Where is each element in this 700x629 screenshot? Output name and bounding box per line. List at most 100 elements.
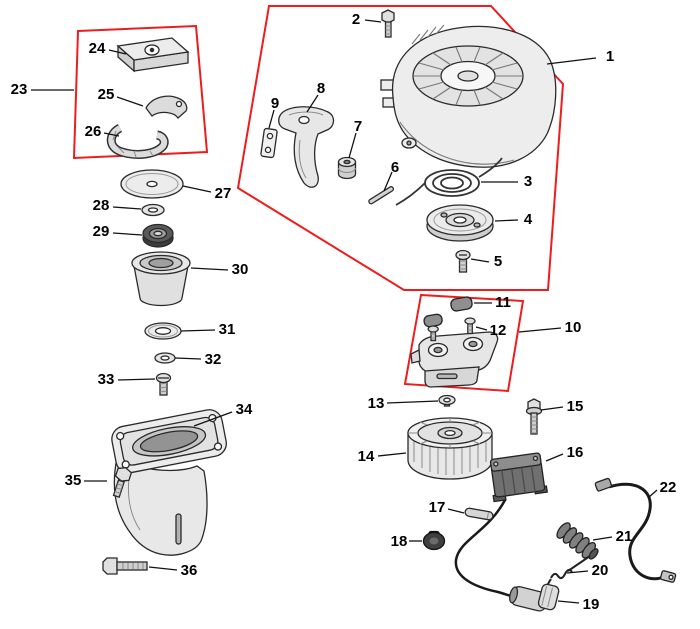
- callout-9: 9: [271, 95, 279, 112]
- starter-handle: [278, 106, 335, 188]
- callout-6: 6: [391, 159, 399, 176]
- starter-pulley: [426, 204, 494, 242]
- leader-lines-layer: [31, 19, 658, 604]
- leader-line-2: [364, 19, 382, 23]
- callout-3: 3: [524, 173, 532, 190]
- recoil-starter-housing: [380, 24, 557, 168]
- leader-line-6: [383, 171, 393, 192]
- small-washer-2: [154, 352, 176, 364]
- wire-harness: [594, 477, 677, 583]
- boot-to-spring-wire: [567, 555, 591, 572]
- callout-18: 18: [391, 533, 408, 550]
- drum-screw: [155, 372, 172, 396]
- callout-32: 32: [205, 351, 222, 368]
- recoil-spring: [395, 157, 503, 206]
- pulley-screw: [455, 249, 471, 273]
- bracket-screws: [427, 317, 476, 342]
- starter-drum: [131, 251, 191, 307]
- leader-line-8: [306, 94, 319, 113]
- small-washer: [141, 203, 165, 217]
- callout-31: 31: [219, 321, 236, 338]
- cap-spring: [550, 568, 573, 580]
- callout-1: 1: [606, 48, 614, 65]
- starter-bracket-assembly: [410, 331, 499, 388]
- callout-20: 20: [592, 562, 609, 579]
- housing-bolt-35: [112, 467, 133, 499]
- leader-line-33: [117, 378, 156, 381]
- group-boxes: [72, 5, 565, 393]
- callout-28: 28: [93, 197, 110, 214]
- friction-disc: [120, 169, 184, 199]
- bearing: [142, 223, 174, 248]
- callout-19: 19: [583, 596, 600, 613]
- callout-10: 10: [565, 319, 582, 336]
- callout-12: 12: [490, 322, 507, 339]
- leader-line-16: [545, 453, 564, 462]
- engine-housing: [111, 409, 227, 556]
- callout-23: 23: [11, 81, 28, 98]
- callout-17: 17: [429, 499, 446, 516]
- ignition-coil: [489, 452, 548, 503]
- callout-21: 21: [616, 528, 633, 545]
- leader-line-32: [174, 357, 202, 360]
- leader-line-21: [592, 536, 613, 541]
- callout-16: 16: [567, 444, 584, 461]
- callouts-layer: 1 2 3 4 5 6 7 8 9 10 11 12 13 14 15 16 1…: [11, 11, 677, 613]
- callout-27: 27: [215, 185, 232, 202]
- leader-line-1: [546, 57, 597, 65]
- leader-line-7: [348, 132, 357, 159]
- leader-line-5: [470, 258, 490, 263]
- callout-36: 36: [181, 562, 198, 579]
- callout-22: 22: [660, 479, 677, 496]
- spark-plug-cap: [509, 583, 560, 612]
- leader-line-26: [103, 132, 120, 137]
- leader-line-29: [112, 232, 143, 236]
- pawl-spring-clip: [106, 123, 169, 159]
- leader-line-30: [190, 267, 229, 271]
- leader-line-15: [540, 406, 564, 411]
- callout-26: 26: [85, 123, 102, 140]
- leader-line-10: [518, 327, 562, 333]
- leader-line-25: [116, 96, 144, 107]
- coil-bolt: [525, 398, 543, 435]
- rope-bushing: [337, 156, 357, 180]
- leader-line-31: [180, 329, 216, 332]
- starter-pawl: [145, 95, 188, 119]
- callout-15: 15: [567, 398, 584, 415]
- group-box-10: [403, 293, 525, 393]
- callout-33: 33: [98, 371, 115, 388]
- leader-line-28: [112, 206, 142, 210]
- plug-boot-spring: [556, 522, 599, 560]
- leader-line-22: [647, 489, 658, 499]
- callout-14: 14: [358, 448, 375, 465]
- callout-25: 25: [98, 86, 115, 103]
- pawl-plate: [116, 37, 190, 73]
- flywheel-washer: [438, 394, 456, 407]
- callout-7: 7: [354, 118, 362, 135]
- leader-line-34: [193, 411, 233, 427]
- flywheel-fan: [407, 417, 493, 480]
- flat-washer: [144, 322, 182, 340]
- callout-11: 11: [495, 294, 511, 311]
- spring-pin: [368, 186, 395, 205]
- leader-line-19: [557, 600, 580, 604]
- callout-2: 2: [352, 11, 360, 28]
- leader-line-12: [475, 326, 488, 331]
- leader-line-27: [182, 185, 212, 193]
- leader-line-24: [108, 49, 127, 55]
- leader-line-14: [377, 452, 407, 457]
- housing-bolt-36: [102, 557, 148, 575]
- callout-8: 8: [317, 80, 325, 97]
- callout-35: 35: [65, 472, 82, 489]
- leader-line-17: [447, 508, 465, 514]
- callout-4: 4: [524, 211, 533, 228]
- callout-30: 30: [232, 261, 249, 278]
- parts-layer: [102, 9, 677, 612]
- callout-34: 34: [236, 401, 253, 418]
- callout-29: 29: [93, 223, 110, 240]
- group-box-23: [72, 24, 209, 160]
- leader-line-9: [268, 109, 275, 129]
- handle-plate: [260, 127, 278, 159]
